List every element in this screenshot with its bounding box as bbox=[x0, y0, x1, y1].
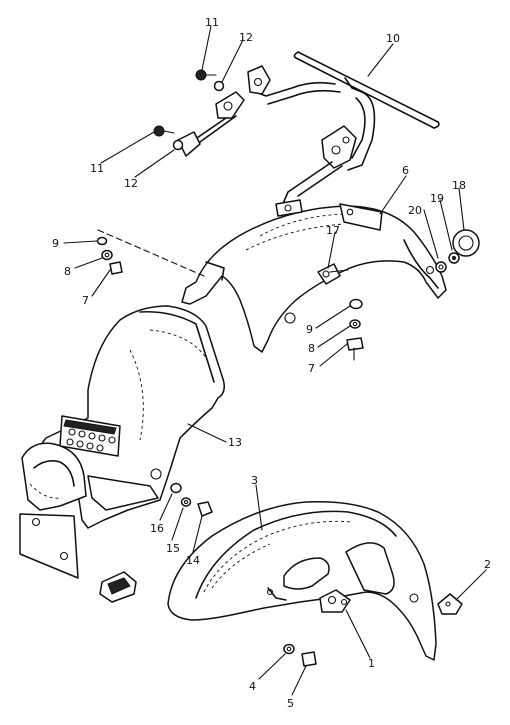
callout-18: 18 bbox=[452, 179, 466, 192]
callout-14: 14 bbox=[186, 554, 200, 567]
callout-13: 13 bbox=[228, 436, 242, 449]
callout-7-right: 7 bbox=[308, 362, 315, 375]
callout-12-lower: 12 bbox=[124, 177, 138, 190]
callout-17: 17 bbox=[326, 224, 340, 237]
rear-fender-part-6 bbox=[97, 199, 447, 353]
hardware-stack-lower bbox=[170, 482, 213, 517]
leader-lines bbox=[63, 25, 487, 696]
callout-1: 1 bbox=[368, 657, 375, 670]
callout-11-lower: 11 bbox=[90, 162, 104, 175]
callout-3: 3 bbox=[251, 474, 258, 487]
callout-11-upper: 11 bbox=[205, 16, 219, 29]
grab-bar-part-10 bbox=[247, 51, 440, 207]
callout-16: 16 bbox=[150, 522, 164, 535]
hardware-front-fender bbox=[283, 643, 317, 667]
callout-4: 4 bbox=[249, 680, 256, 693]
callout-5: 5 bbox=[287, 697, 294, 710]
callout-20: 20 bbox=[408, 204, 422, 217]
callout-19: 19 bbox=[430, 192, 444, 205]
callout-labels: 11 12 10 11 12 6 20 19 18 17 9 8 7 9 8 7… bbox=[52, 16, 491, 710]
front-fender-part-1 bbox=[167, 500, 463, 661]
tail-light-grille bbox=[66, 428, 116, 452]
callout-10: 10 bbox=[386, 32, 400, 45]
callout-8-left: 8 bbox=[64, 265, 71, 278]
callout-8-right: 8 bbox=[308, 342, 315, 355]
reflector-assembly bbox=[435, 229, 480, 273]
callout-2: 2 bbox=[484, 558, 491, 571]
callout-9-left: 9 bbox=[52, 237, 59, 250]
inner-fender-part-13 bbox=[19, 305, 225, 603]
mount-bracket-upper bbox=[153, 69, 245, 157]
callout-6: 6 bbox=[402, 164, 409, 177]
callout-7-left: 7 bbox=[82, 294, 89, 307]
callout-9-right: 9 bbox=[306, 323, 313, 336]
callout-15: 15 bbox=[166, 542, 180, 555]
callout-12-upper: 12 bbox=[239, 31, 253, 44]
hardware-stack-left bbox=[96, 236, 123, 275]
hardware-stack-right bbox=[346, 298, 364, 361]
